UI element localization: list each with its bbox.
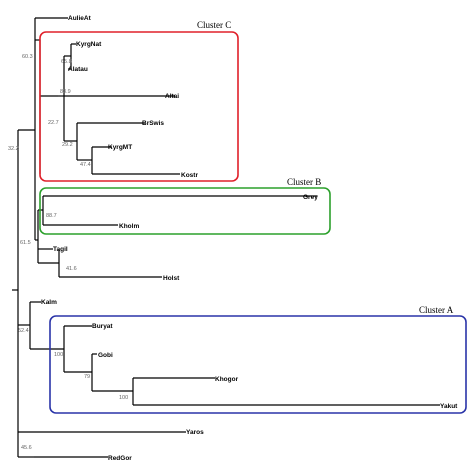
bootstrap-value: 100 [54, 352, 63, 358]
bootstrap-value: 41.6 [66, 266, 77, 272]
leaf-label-kyrgmt: KyrgMT [108, 144, 132, 151]
leaf-label-kalm: Kalm [41, 299, 57, 306]
leaf-label-kyrgnat: KyrgNat [76, 41, 102, 48]
leaf-label-aulieat: AulieAt [68, 15, 92, 22]
leaf-label-redgor: RedGor [108, 455, 132, 462]
leaf-label-alatau: Alatau [68, 66, 88, 73]
cluster-label-b: Cluster B [287, 177, 321, 187]
bootstrap-value: 100 [119, 395, 128, 401]
bootstrap-value: 65.8 [61, 59, 72, 65]
leaf-label-tagil: Tagil [53, 246, 68, 253]
cluster-label-c: Cluster C [197, 20, 231, 30]
bootstrap-value: 79 [84, 374, 90, 380]
bootstrap-value: 47.4 [80, 162, 91, 168]
bootstrap-value: 60.3 [22, 54, 33, 60]
bootstrap-value: 88.7 [46, 213, 57, 219]
cluster-label-a: Cluster A [419, 305, 454, 315]
leaf-label-holst: Holst [163, 275, 180, 282]
bootstrap-value: 29.2 [62, 142, 73, 148]
leaf-label-grey: Grey [303, 194, 318, 201]
cluster-box-c [39, 31, 239, 182]
bootstrap-value: 22.7 [48, 120, 59, 126]
leaf-label-altai: Altai [165, 93, 179, 100]
leaf-label-kostr: Kostr [181, 172, 198, 179]
leaf-label-brswis: BrSwis [142, 120, 164, 127]
leaf-label-buryat: Buryat [92, 323, 113, 330]
leaf-label-gobi: Gobi [98, 352, 113, 359]
leaf-label-yakut: Yakut [440, 403, 458, 410]
leaf-label-yaros: Yaros [186, 429, 204, 436]
bootstrap-value: 61.5 [20, 240, 31, 246]
bootstrap-value: 45.6 [21, 445, 32, 451]
cluster-box-b [39, 187, 331, 235]
bootstrap-value: 32.2 [8, 146, 19, 152]
leaf-label-khogor: Khogor [215, 376, 239, 383]
bootstrap-value: 83.9 [60, 89, 71, 95]
leaf-label-kholm: Kholm [119, 223, 139, 230]
bootstrap-value: 52.4 [18, 328, 29, 334]
cluster-box-a [49, 315, 467, 414]
